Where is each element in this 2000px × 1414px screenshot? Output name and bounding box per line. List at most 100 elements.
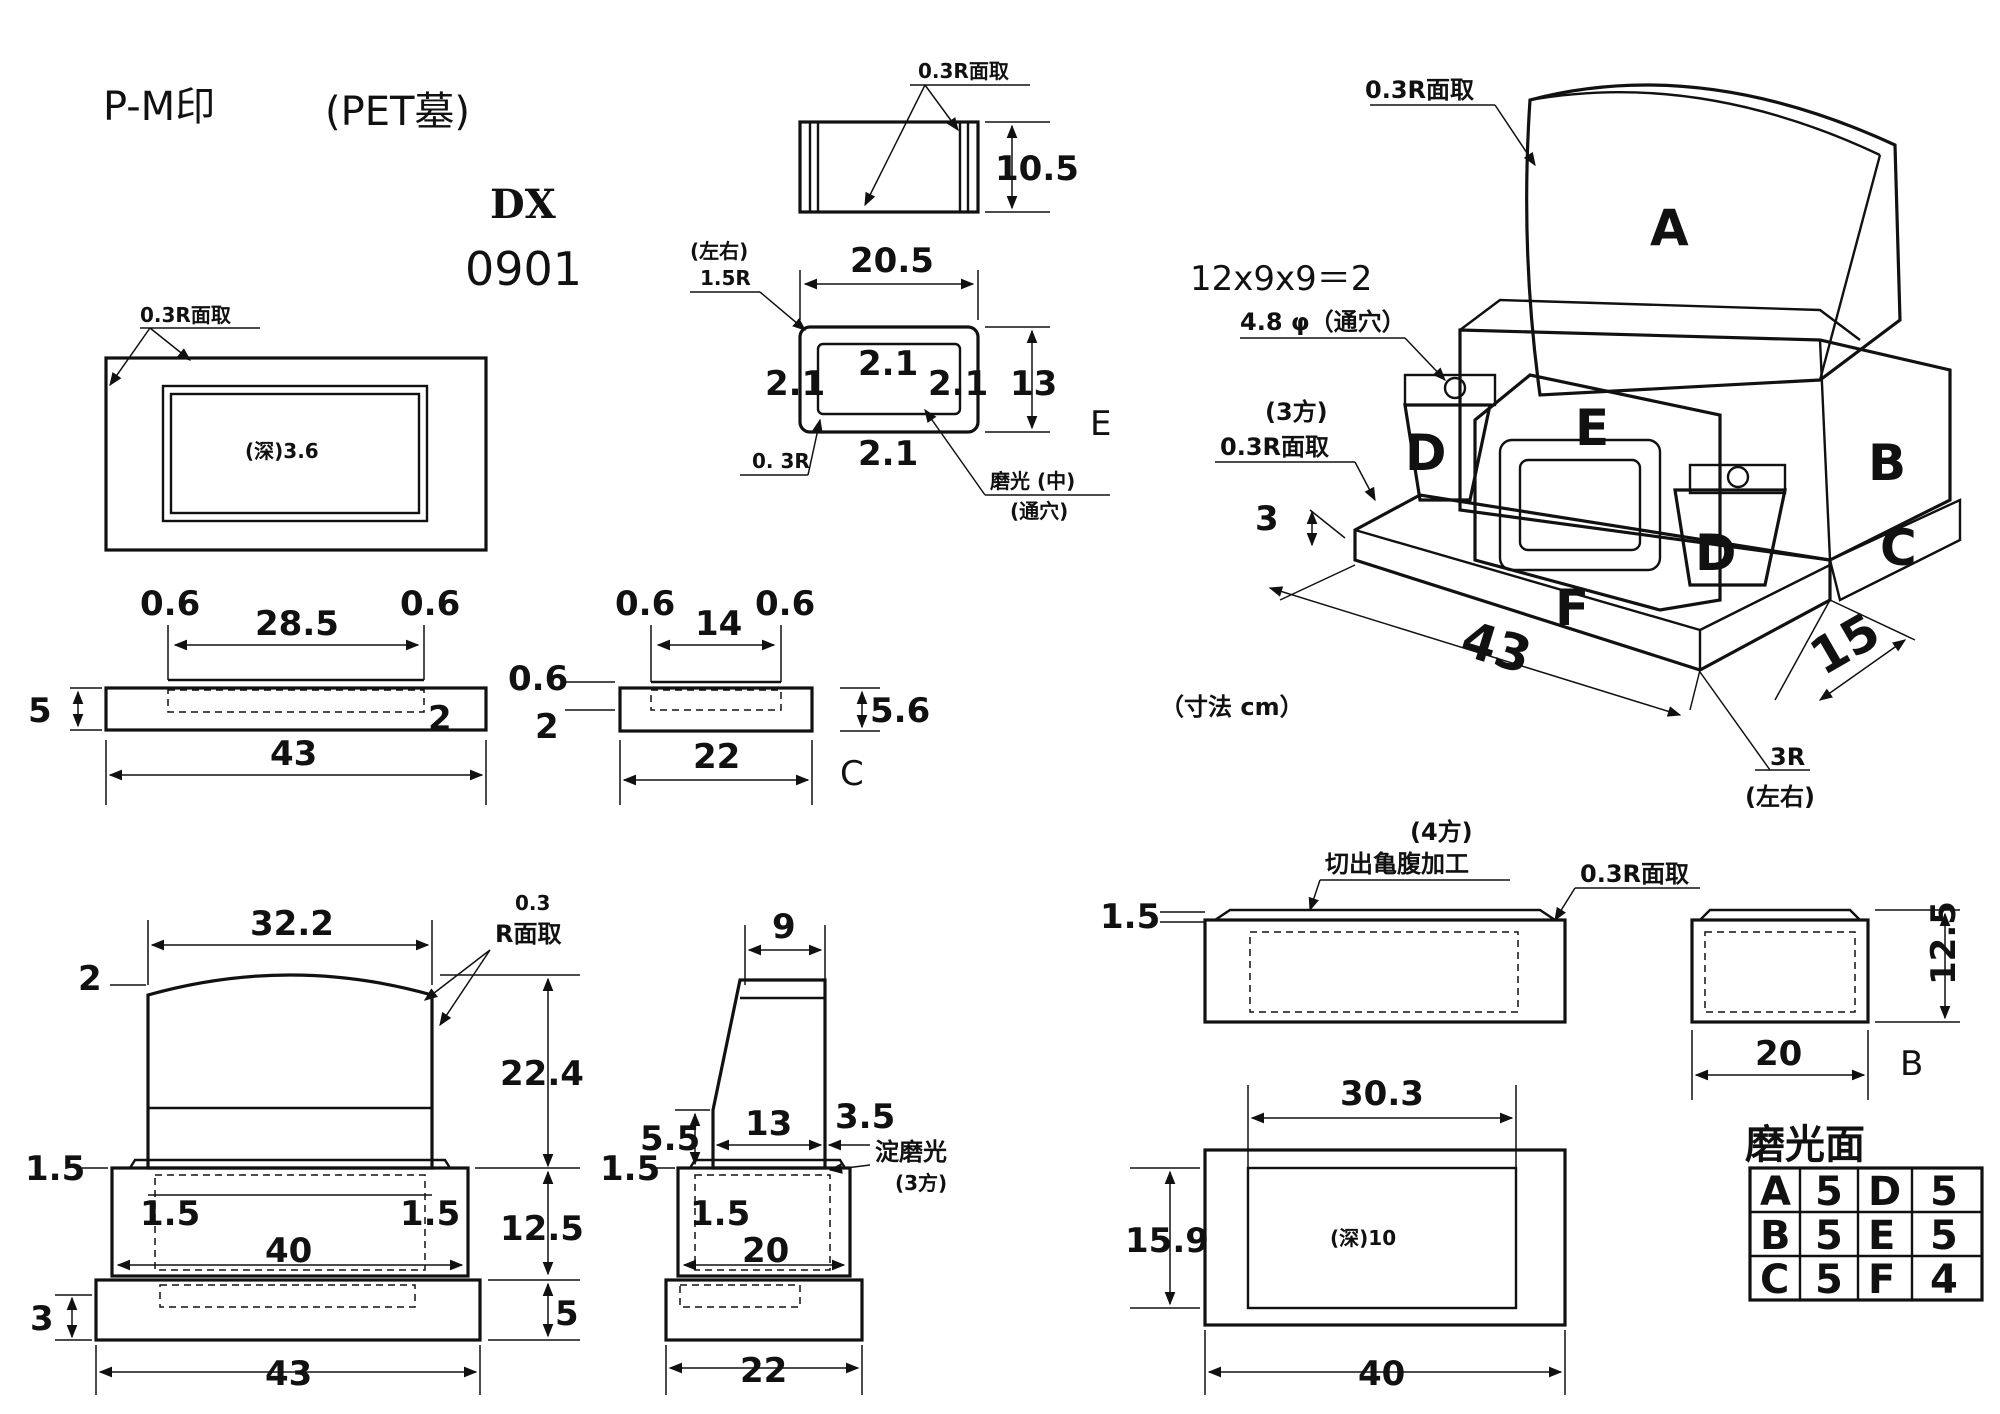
b-chamfer: 0.3R面取 [1580,860,1689,888]
b-dim-40: 40 [1358,1354,1405,1394]
stone-a [1525,83,1902,397]
table-cell: 5 [1815,1213,1843,1259]
hole-spec: 12x9x9＝2 [1190,259,1372,299]
table-cell: 5 [1815,1257,1843,1303]
fe-dim-12.5: 12.5 [500,1209,584,1249]
b-plan-view: 30.3 (深)10 15.9 40 [1125,1074,1567,1395]
e-dim-13: 13 [1010,364,1057,404]
e-dim-2.1-bottom: 2.1 [858,434,918,474]
iso-lr: (左右) [1745,783,1815,811]
e-dim-2.1-top: 2.1 [858,344,918,384]
e-top-view: 0.3R面取 10.5 [798,59,1079,214]
dim-28.5: 28.5 [255,604,339,644]
stone-d-right [1673,488,1787,587]
se-dim-20: 20 [742,1231,789,1271]
polish-table: 磨光面 A 5 D 5 B 5 E 5 C 5 F 4 [1745,1122,1984,1303]
b-dim-15.9: 15.9 [1125,1221,1209,1261]
fe-dim-1.5-l: 1.5 [140,1194,200,1234]
b-plan-outline [1203,1148,1567,1327]
se-dim-13: 13 [745,1104,792,1144]
part-label-d-right: D [1695,524,1737,582]
dim-0.6-r: 0.6 [755,584,815,624]
se-dim-5.5: 5.5 [640,1119,700,1159]
fe-dim-2: 2 [78,959,102,999]
dim-0.6-depth: 0.6 [508,659,568,699]
part-label-c: C [840,754,864,794]
chamfer-note: 0.3R面取 [140,303,231,327]
table-cell: A [1760,1169,1791,1215]
fe-dim-40: 40 [265,1231,312,1271]
fe-stone-c [94,1278,482,1342]
part-label-c-iso: C [1880,519,1917,577]
part-label-b-detail: B [1900,1044,1923,1084]
dim-0.6-left: 0.6 [140,584,200,624]
se-yodo: 淀磨光 [875,1138,947,1166]
fe-dim-22.4: 22.4 [500,1054,584,1094]
e-front-view: (左右) 1.5R 20.5 2.1 2.1 2.1 2.1 13 E 0. 3… [690,239,1111,523]
isometric-view: A B C F E D D 0.3R面取 12x9x9＝2 4.8 φ（通穴） [1160,76,1962,811]
title-block: P-M印 (PET墓) DX 0901 [103,84,582,296]
se-dim-22: 22 [740,1351,787,1391]
plan-recess-outer [161,384,429,523]
e-inner [816,342,962,416]
plan-outline [104,356,488,552]
elevation-c-short: 0.6 14 0.6 0.6 2 5.6 22 C [508,584,930,805]
iso-3sides: (3方) [1265,398,1328,426]
dim-5: 5 [28,691,52,731]
iso-dim-3: 3 [1255,499,1279,539]
dim-0.6-l: 0.6 [615,584,675,624]
table-cell: 5 [1930,1213,1958,1259]
table-cell: E [1868,1213,1895,1259]
e-dim-10.5: 10.5 [995,149,1079,189]
e-r03-note: 0. 3R [752,449,810,473]
part-label-e: E [1575,399,1609,457]
stone-e [1473,373,1722,612]
dim-14: 14 [695,604,742,644]
drawing-number: 0901 [465,242,582,296]
fe-dim-1.5: 1.5 [25,1149,85,1189]
units-note: （寸法 cm） [1160,693,1304,721]
elevation-c-long: 0.6 28.5 0.6 5 2 43 [28,584,488,805]
e-dim-2.1-left: 2.1 [765,364,825,404]
e-chamfer-note: 0.3R面取 [918,59,1009,83]
b-dim-1.5: 1.5 [1100,897,1160,937]
fe-chamfer-03: 0.3 [515,891,550,915]
iso-chamfer-note: 0.3R面取 [1365,76,1474,104]
fe-dim-3: 3 [30,1299,54,1339]
plan-view-c: 0.3R面取 (深)3.6 [104,303,488,552]
b-cut-process: 切出亀腹加工 [1325,850,1469,878]
e-outer [798,325,980,434]
se-dim-1.5-in: 1.5 [690,1194,750,1234]
table-cell: B [1760,1213,1791,1259]
iso-dim-15: 15 [1800,602,1889,687]
b-dim-30.3: 30.3 [1340,1074,1424,1114]
part-label-e-detail: E [1090,404,1111,444]
iso-chamfer-3: 0.3R面取 [1220,433,1329,461]
dim-22: 22 [693,737,740,777]
fe-dim-5: 5 [555,1294,579,1334]
table-cell: F [1868,1257,1895,1303]
side-elevation: 9 5.5 13 3.5 淀磨光 (3方) 1.5 1.5 20 22 [600,907,947,1395]
se-dim-1.5: 1.5 [600,1149,660,1189]
se-stone-c [664,1278,864,1342]
se-dim-3.5: 3.5 [835,1097,895,1137]
fe-dim-43: 43 [265,1354,312,1394]
part-label-d-left: D [1405,424,1447,482]
stone-f [1353,493,1832,672]
hole-dia: 4.8 φ（通穴） [1240,308,1406,336]
table-cell: C [1760,1257,1789,1303]
e-through-note: (通穴) [1010,499,1068,523]
e-dim-2.1-right: 2.1 [928,364,988,404]
stone-c [1828,498,1962,602]
e-dim-20.5: 20.5 [850,241,934,281]
fe-stone-a [146,973,434,1170]
table-cell: D [1868,1169,1901,1215]
b-front-outline [1203,918,1567,1024]
product-type: (PET墓) [325,89,470,135]
e-r15-note: 1.5R [700,266,751,290]
front-elevation: 32.2 0.3 R面取 2 22.4 1.5 1.5 1.5 40 12.5 … [25,891,584,1395]
dim-2: 2 [428,699,452,739]
iso-r3: 3R [1770,743,1805,771]
part-label-a: A [1650,199,1689,257]
